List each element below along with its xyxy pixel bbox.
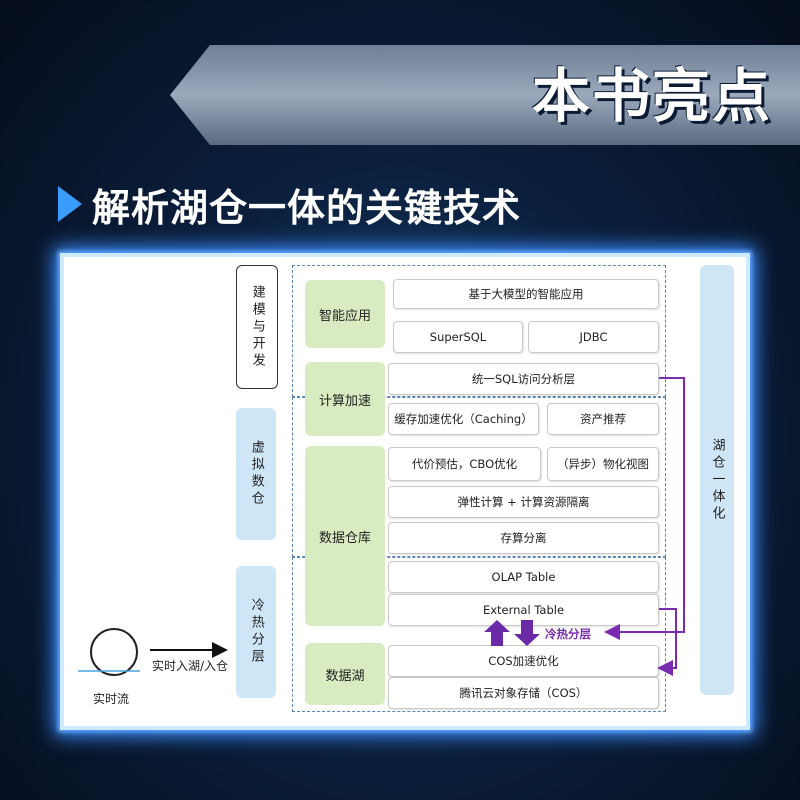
box-supersql: SuperSQL	[393, 321, 523, 353]
dashed-region-top	[292, 265, 666, 397]
group-compute-accel: 计算加速	[305, 362, 385, 436]
ingest-label: 实时入湖/入仓	[152, 659, 229, 673]
box-unified-sql: 统一SQL访问分析层	[388, 363, 659, 395]
layer-tiering-label: 冷热分层	[248, 598, 264, 666]
box-jdbc: JDBC	[528, 321, 659, 353]
layer-virtual-warehouse-label: 虚拟数仓	[248, 440, 264, 508]
layer-modeling: 建模与开发	[236, 265, 278, 389]
lakehouse-bar: 湖仓一体化	[700, 265, 734, 695]
purple-connector-unified	[604, 377, 685, 640]
up-arrow-icon	[484, 620, 510, 646]
purple-connector-external	[657, 608, 677, 676]
box-tencent-cos: 腾讯云对象存储（COS）	[388, 677, 659, 709]
group-data-lake: 数据湖	[305, 643, 385, 705]
box-cbo: 代价预估，CBO优化	[388, 447, 541, 481]
layer-tiering: 冷热分层	[236, 566, 276, 698]
hot-cold-label: 冷热分层	[545, 627, 591, 641]
banner-title: 本书亮点	[531, 62, 772, 130]
box-olap-table: OLAP Table	[388, 561, 659, 593]
box-external-table: External Table	[388, 594, 659, 626]
box-storage-compute: 存算分离	[388, 522, 659, 554]
section-heading: 解析湖仓一体的关键技术	[58, 178, 521, 230]
layer-virtual-warehouse: 虚拟数仓	[236, 408, 276, 540]
section-title: 解析湖仓一体的关键技术	[92, 185, 522, 230]
layer-modeling-label: 建模与开发	[249, 284, 265, 370]
stream-label: 实时流	[93, 692, 130, 706]
group-data-warehouse: 数据仓库	[305, 446, 385, 626]
dashed-region-middle	[292, 397, 666, 557]
dashed-region-bottom	[292, 557, 666, 712]
group-intelligent-app: 智能应用	[305, 280, 385, 348]
lakehouse-label: 湖仓一体化	[709, 437, 725, 523]
box-elastic: 弹性计算 + 计算资源隔离	[388, 486, 659, 518]
box-caching: 缓存加速优化（Caching）	[388, 403, 539, 435]
play-triangle-icon	[58, 186, 82, 222]
box-llm-app: 基于大模型的智能应用	[393, 279, 659, 309]
box-mat-view: （异步）物化视图	[547, 447, 659, 481]
banner-ribbon	[170, 45, 800, 145]
down-arrow-icon	[514, 620, 540, 646]
box-cos-accel: COS加速优化	[388, 645, 659, 677]
stream-circle-icon	[90, 628, 138, 676]
box-asset-reco: 资产推荐	[547, 403, 659, 435]
